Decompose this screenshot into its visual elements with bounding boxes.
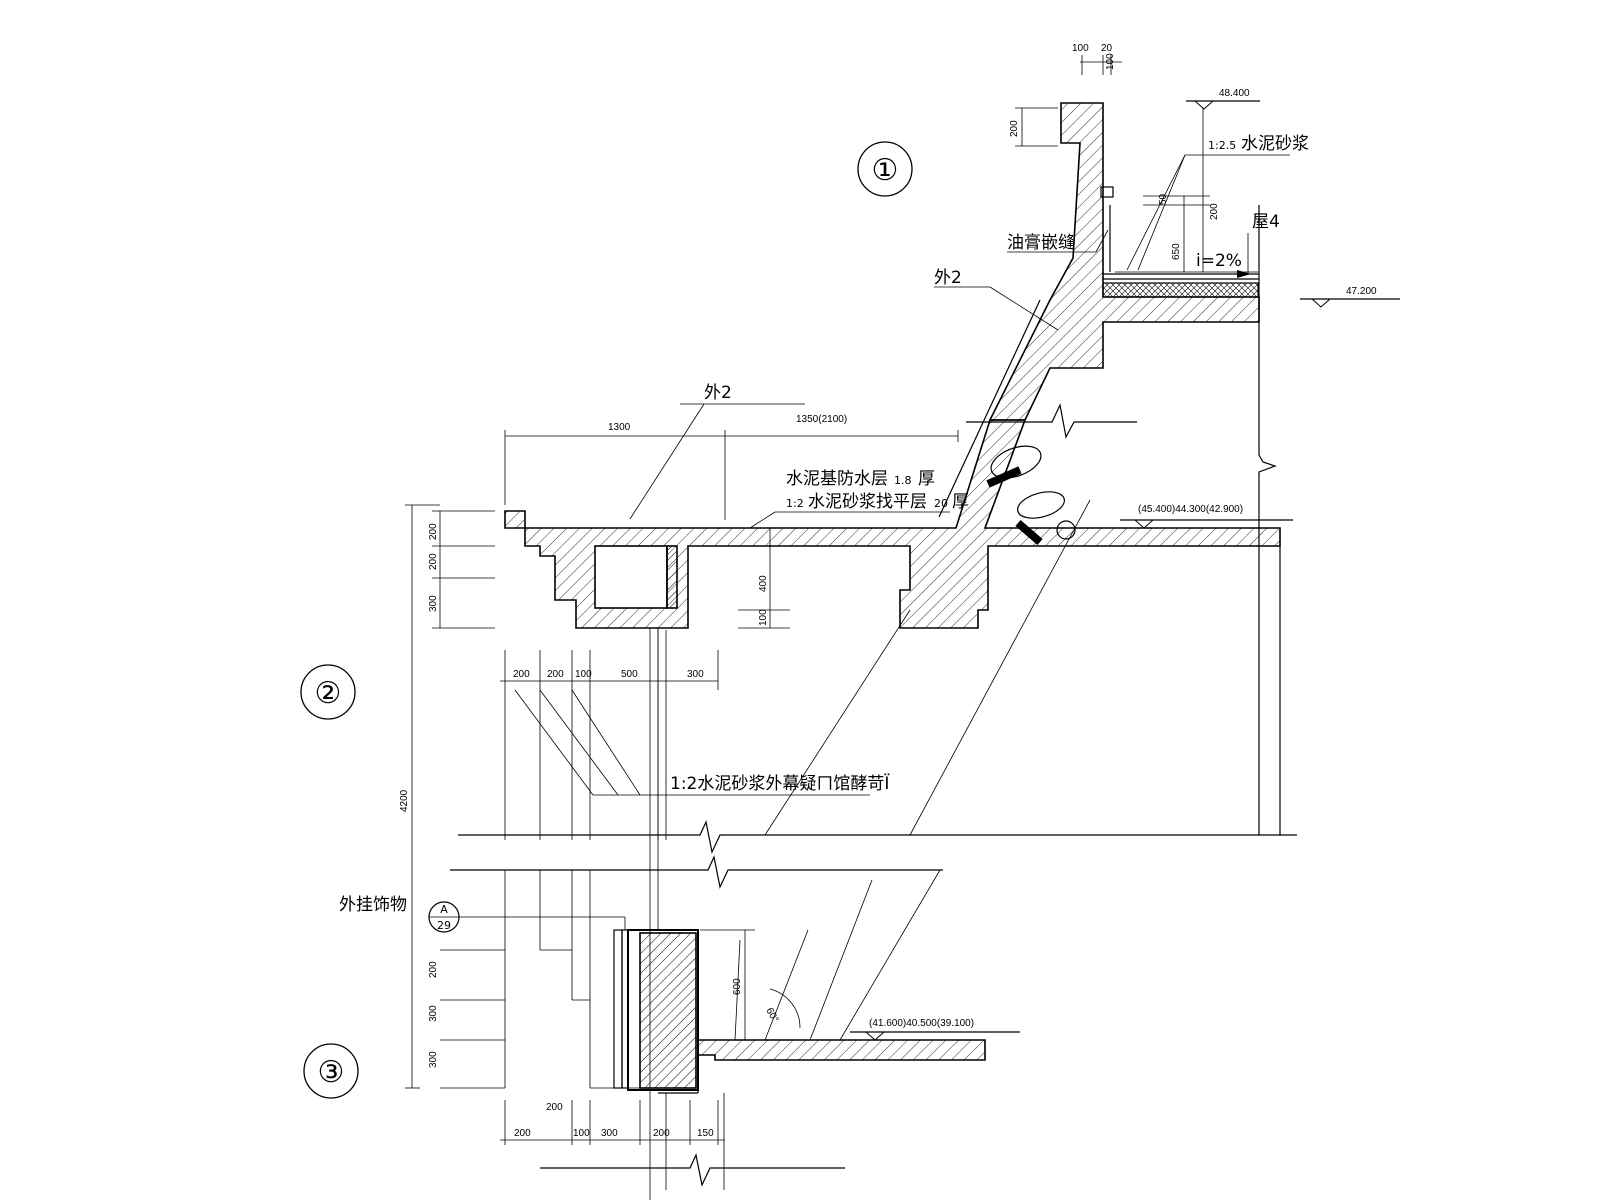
elevation-mid-text: (45.400)44.300(42.900)	[1138, 504, 1243, 515]
dim-beam: 400 100	[738, 528, 790, 629]
label-cement-mortar: 水泥砂浆	[1241, 134, 1309, 154]
label-ornament: 外挂饰物	[339, 895, 407, 915]
label-ext2-top: 外2	[934, 268, 962, 288]
label-cement-ratio: 1:2.5	[1208, 139, 1236, 152]
elevation-mid: (45.400)44.300(42.900)	[1120, 504, 1293, 529]
ref-letter: A	[440, 903, 448, 916]
dim-low-600: 600	[700, 929, 755, 1040]
label-drip-note: 1:2水泥砂浆外幕疑ㄇ馆酵苛Ï	[670, 773, 889, 794]
label-leveling: 水泥砂浆找平层	[808, 492, 927, 512]
dim-left-lower: 200 300 300	[428, 961, 439, 1068]
elevation-roof: 47.200	[1300, 286, 1400, 308]
label-leveling-prefix: 1:2	[786, 497, 804, 510]
dim-top-tail: 100	[1105, 53, 1116, 70]
dim-low-300a: 300	[428, 1005, 439, 1022]
dim-row-mid: 200 200 100 500 300	[500, 630, 719, 840]
detail-mark-2: ②	[300, 664, 356, 720]
elevation-low-text: (41.600)40.500(39.100)	[869, 1018, 974, 1029]
label-waterproof: 水泥基防水层	[786, 469, 888, 489]
dim-row-bottom: 200 200 100 300 200 150	[500, 1100, 725, 1145]
dim-left-200a: 200	[428, 523, 439, 540]
dim-low-300b: 300	[428, 1051, 439, 1068]
detail-mark-1-text: ①	[872, 153, 899, 188]
detail-mark-2-text: ②	[315, 676, 342, 711]
dim-bot-150: 150	[697, 1128, 714, 1139]
label-slope: i=2%	[1196, 251, 1242, 271]
dim-left-upper: 200 200 300	[428, 510, 495, 629]
drain-box	[594, 545, 668, 609]
elevation-roof-text: 47.200	[1346, 286, 1377, 297]
dim-total: 4200	[399, 504, 440, 1089]
dim-low-200: 200	[428, 961, 439, 978]
label-waterproof-unit: 厚	[918, 469, 935, 489]
elevation-top-text: 48.400	[1219, 88, 1250, 99]
dim-bot-200a: 200	[514, 1128, 531, 1139]
dim-top-100: 100	[1072, 43, 1089, 54]
anchor-bolts	[986, 445, 1076, 546]
dim-row-200b: 200	[547, 669, 564, 680]
dim-bot-200c: 200	[653, 1128, 670, 1139]
label-waterproof-thk: 1.8	[894, 474, 912, 487]
dim-row-500: 500	[621, 669, 638, 680]
dim-beam-400: 400	[758, 575, 769, 592]
dim-h-650: 650	[1171, 243, 1182, 260]
dim-bot-100: 100	[573, 1128, 590, 1139]
elevation-low: (41.600)40.500(39.100)	[850, 1018, 1020, 1041]
cornice-section	[504, 419, 1281, 835]
dim-beam-100: 100	[758, 609, 769, 626]
dim-parapet: 200	[1009, 107, 1058, 147]
dim-left-300: 300	[428, 595, 439, 612]
parapet-section	[938, 102, 1277, 835]
label-angle: 60°	[763, 1006, 780, 1025]
detail-mark-3: ③	[303, 1043, 359, 1099]
roof-insulation	[1102, 282, 1259, 298]
ref-bubble: A 29	[428, 901, 460, 933]
ref-sheet: 29	[437, 919, 451, 932]
label-ext2-mid: 外2	[704, 383, 732, 403]
dim-span-1350: 1350(2100)	[796, 414, 847, 425]
dim-span-1300: 1300	[608, 422, 631, 433]
ornament-block	[639, 932, 697, 1089]
detail-mark-3-text: ③	[318, 1055, 345, 1090]
dim-top-20: 20	[1101, 43, 1113, 54]
label-mastic-joint: 油膏嵌缝	[1007, 232, 1075, 253]
dim-left-200b: 200	[428, 553, 439, 570]
dim-total-4200: 4200	[399, 789, 410, 812]
dim-span: 1300 1350(2100)	[504, 414, 959, 520]
dim-h-200: 200	[1209, 203, 1220, 220]
label-roof-ref: 屋4	[1252, 212, 1280, 232]
dim-row-100: 100	[575, 669, 592, 680]
dim-low-600-text: 600	[732, 978, 743, 995]
label-leveling-unit: 厚	[952, 492, 969, 512]
dim-row-300: 300	[687, 669, 704, 680]
dim-bot-200b: 200	[546, 1102, 563, 1113]
dim-parapet-right: 50 200 650	[1115, 108, 1258, 273]
dim-seam-50: 50	[1158, 193, 1169, 205]
drip-leaders	[514, 689, 870, 796]
detail-mark-1: ①	[857, 141, 913, 197]
lower-cornice	[440, 869, 986, 1094]
dim-parapet-200: 200	[1009, 120, 1020, 137]
label-leveling-thk: 20	[934, 497, 948, 510]
dim-bot-300: 300	[601, 1128, 618, 1139]
dim-row-200a: 200	[513, 669, 530, 680]
dim-top: 100 20 100	[1072, 43, 1122, 75]
slope-arrow	[1237, 270, 1251, 278]
elevation-top: 48.400	[1186, 88, 1260, 110]
